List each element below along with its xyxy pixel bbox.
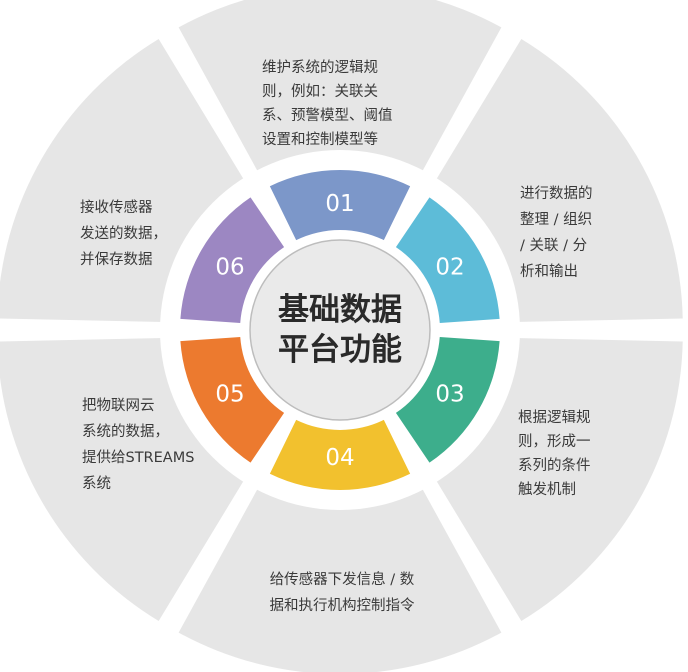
segment-03-description-line-4: 触发机制: [518, 481, 576, 498]
segment-02-description-line-2: 整理 / 组织: [520, 211, 592, 228]
segment-01-description-line-1: 维护系统的逻辑规: [262, 59, 378, 76]
segment-01-description-line-2: 则，例如：关联关: [262, 83, 378, 100]
segment-number-02: 02: [435, 255, 464, 281]
ring-segment-03: [395, 336, 500, 463]
segment-04-description-line-2: 据和执行机构控制指令: [270, 597, 415, 614]
segment-01-description-line-3: 系、预警模型、阈值: [262, 107, 393, 124]
segment-06-description-line-1: 接收传感器: [80, 199, 153, 216]
segment-02-description-line-4: 析和输出: [520, 263, 578, 280]
ring-segment-01: [269, 170, 411, 241]
center-title-line-1: 基础数据: [278, 292, 402, 328]
segment-06-description-line-2: 发送的数据，: [80, 225, 167, 242]
segment-number-05: 05: [215, 382, 244, 408]
ring-segment-02: [395, 197, 500, 324]
segment-06-description-line-3: 并保存数据: [80, 251, 153, 268]
segment-descriptions: 维护系统的逻辑规则，例如：关联关系、预警模型、阈值设置和控制模型等进行数据的整理…: [80, 59, 593, 614]
center-title-line-2: 平台功能: [278, 332, 402, 368]
segment-number-03: 03: [435, 382, 464, 408]
segment-01-description-line-4: 设置和控制模型等: [262, 130, 378, 148]
segment-02-description-line-3: / 关联 / 分: [520, 237, 587, 254]
ring-segment-04: [269, 419, 411, 490]
segment-03-description-line-1: 根据逻辑规: [518, 409, 591, 426]
segment-05-description-line-3: 提供给STREAMS: [82, 449, 194, 466]
ring-segment-05: [180, 336, 285, 463]
segment-number-06: 06: [215, 255, 244, 281]
segment-03-description-line-2: 则，形成一: [518, 433, 591, 450]
segment-05-description-line-2: 系统的数据，: [82, 423, 169, 440]
center-circle: [249, 239, 431, 421]
segment-03-description-line-3: 系列的条件: [518, 457, 591, 474]
segment-number-01: 01: [325, 191, 354, 217]
numbered-ring: 01 02 03 04 05 06: [180, 170, 500, 490]
segment-04-description-line-1: 给传感器下发信息 / 数: [270, 571, 415, 588]
segment-05-description-line-4: 系统: [82, 475, 111, 492]
segment-number-04: 04: [325, 445, 354, 471]
segment-02-description-line-1: 进行数据的: [520, 185, 593, 202]
segment-05-description-line-1: 把物联网云: [82, 397, 155, 414]
ring-segment-06: [180, 197, 285, 324]
